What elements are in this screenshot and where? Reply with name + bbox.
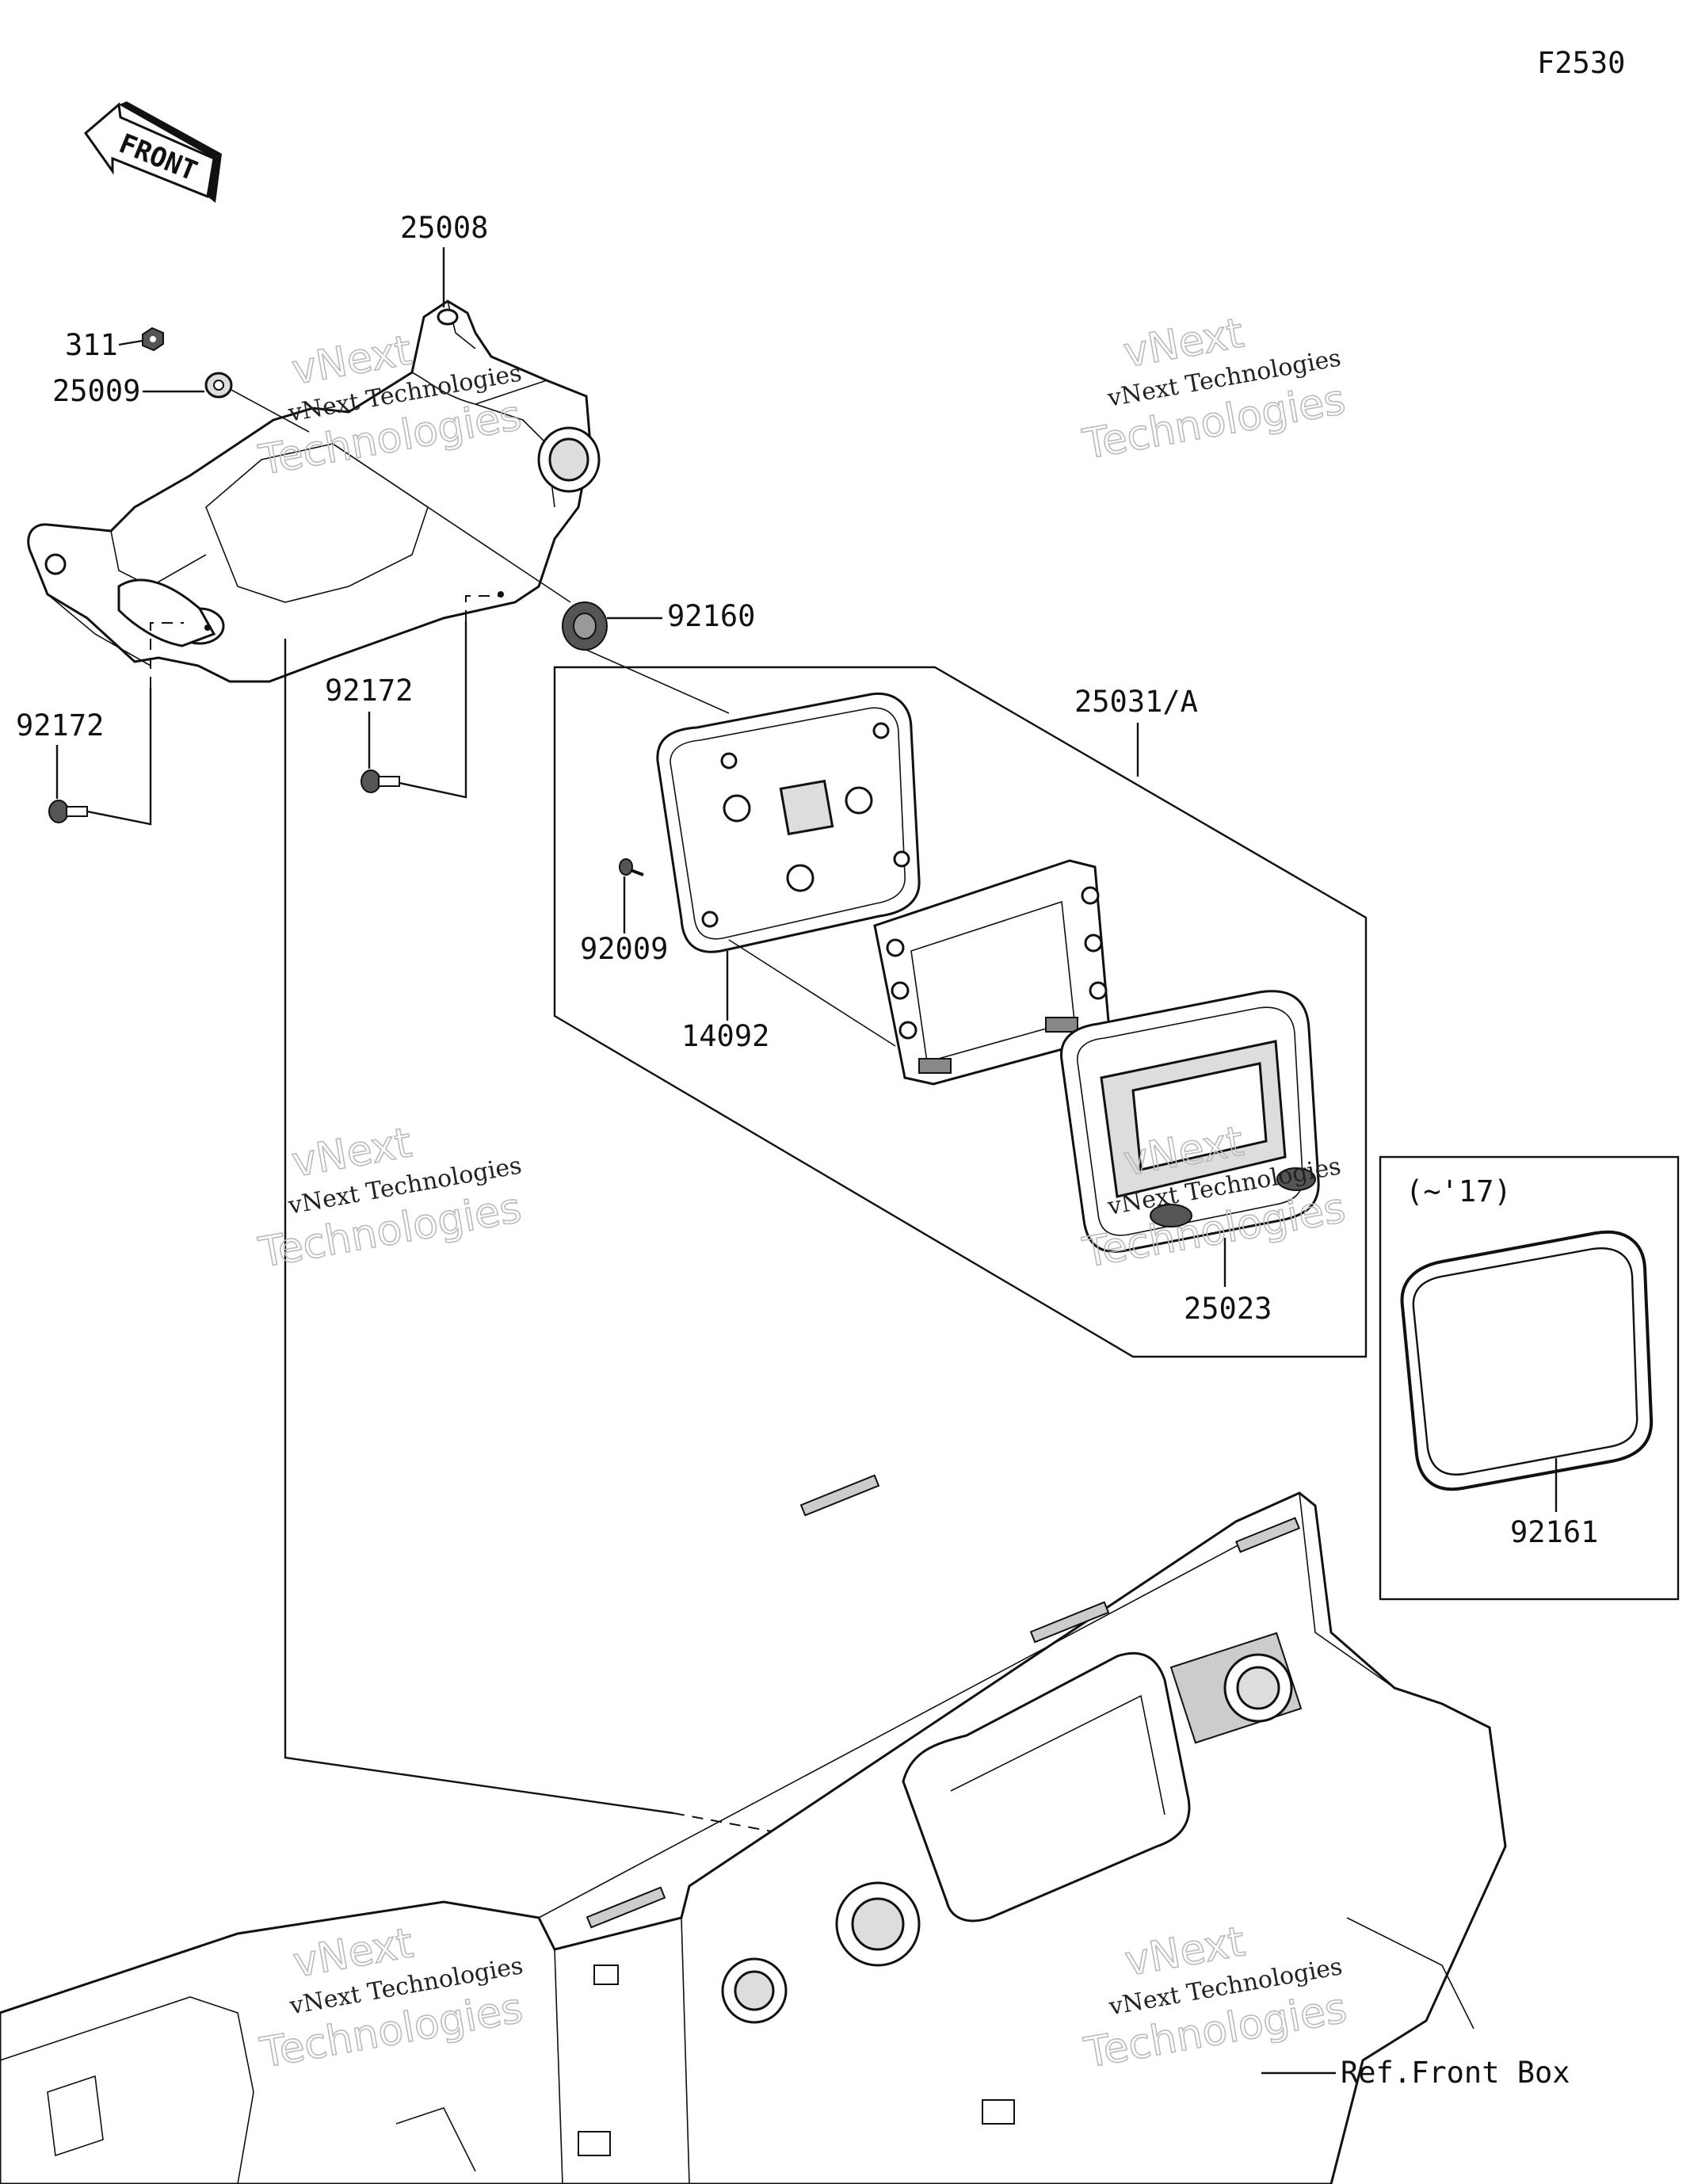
cover-92161 [1400, 1230, 1654, 1491]
ref-front-box-note: Ref.Front Box [1341, 2056, 1570, 2090]
screw-92172-left [48, 800, 88, 823]
watermark-2: vNext vNext Technologies Technologies [1078, 309, 1349, 470]
screw-92009 [619, 858, 644, 876]
front-arrow-icon: FRONT [83, 101, 222, 203]
label-92161: 92161 [1510, 1515, 1598, 1549]
meter-rear-case-14092 [656, 692, 921, 953]
meter-frame [873, 859, 1111, 1086]
diagram-code: F2530 [1537, 46, 1625, 80]
variant-box [1379, 1155, 1680, 1601]
grommet-92160 [562, 601, 608, 651]
label-92172-left: 92172 [16, 708, 104, 743]
label-311: 311 [65, 328, 118, 362]
watermark-4: vNext vNext Technologies Technologies [1078, 1117, 1349, 1278]
meter-25023 [1060, 990, 1320, 1253]
screw-92172-right [361, 769, 400, 793]
assembly-outline-25031A [553, 666, 1368, 1358]
label-25009: 25009 [52, 374, 140, 408]
label-25008: 25008 [400, 211, 488, 245]
label-92172-right: 92172 [325, 674, 413, 708]
nut-311 [142, 326, 164, 352]
label-25031A: 25031/A [1074, 685, 1198, 719]
variant-note: (~'17) [1406, 1174, 1512, 1208]
label-14092: 14092 [681, 1019, 769, 1053]
washer-25009 [204, 372, 233, 399]
label-92009: 92009 [580, 932, 668, 966]
label-25023: 25023 [1184, 1292, 1272, 1326]
front-box-reference [0, 1474, 1507, 2184]
meter-bracket-25008 [27, 300, 601, 683]
label-92160: 92160 [667, 599, 755, 633]
